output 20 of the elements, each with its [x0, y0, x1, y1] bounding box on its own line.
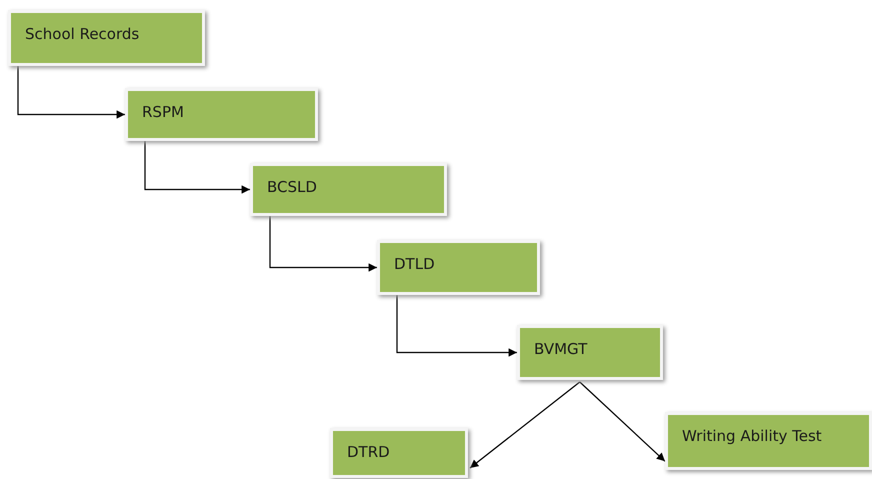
box-label: DTLD [394, 255, 435, 273]
process-box [250, 163, 447, 216]
box-label: Writing Ability Test [682, 427, 822, 445]
box-label: School Records [25, 25, 140, 43]
process-box [8, 10, 205, 66]
process-box [665, 412, 872, 470]
arrow [470, 382, 580, 468]
arrow [579, 382, 666, 462]
arrow [269, 216, 377, 272]
arrow [144, 141, 250, 194]
process-box [377, 240, 540, 295]
arrow [396, 295, 517, 357]
box-label: RSPM [142, 103, 184, 121]
arrow [17, 66, 125, 119]
box-label: BCSLD [267, 178, 317, 196]
process-box [517, 325, 663, 380]
box-label: DTRD [347, 443, 390, 461]
box-label: BVMGT [534, 340, 588, 358]
process-box [125, 88, 318, 141]
process-box [330, 428, 468, 478]
